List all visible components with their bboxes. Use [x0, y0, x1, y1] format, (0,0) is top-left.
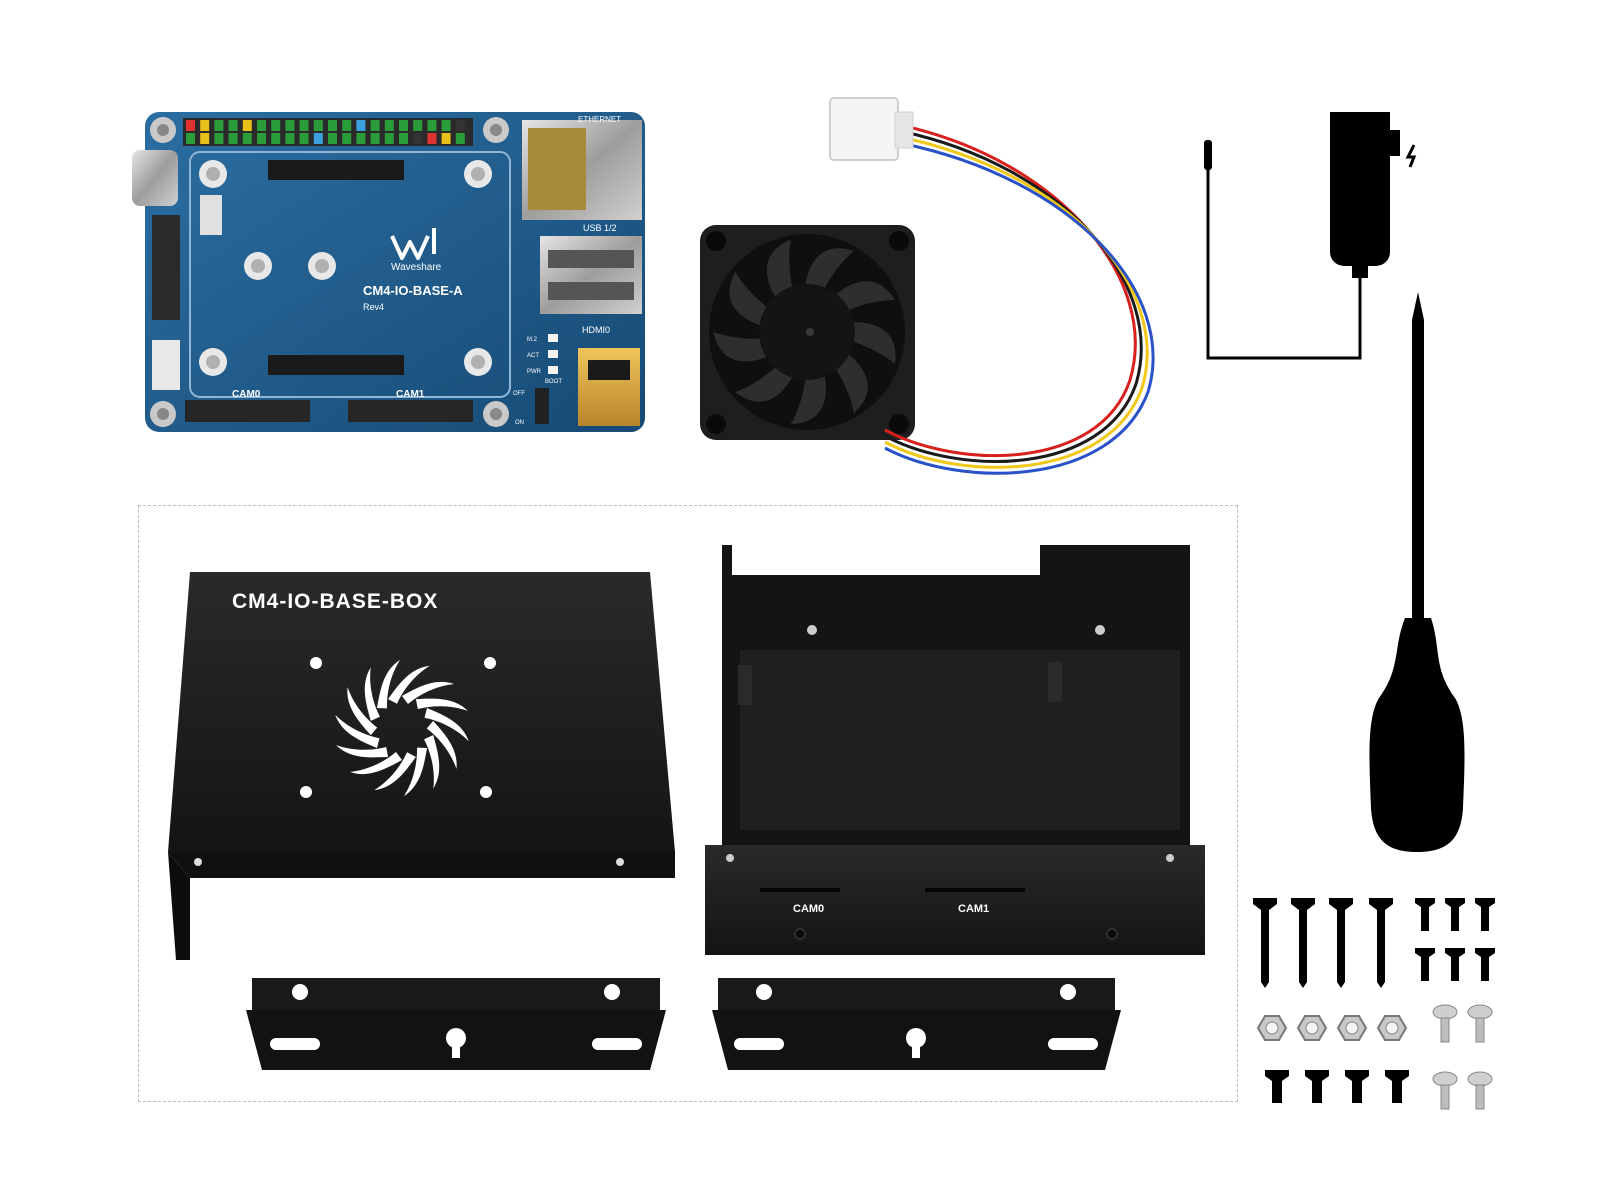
screw-pack — [1253, 898, 1495, 1110]
label-cam1: CAM1 — [396, 389, 425, 400]
case-title: CM4-IO-BASE-BOX — [232, 590, 438, 613]
label-cam0: CAM0 — [232, 389, 261, 400]
cam0-connector — [185, 400, 310, 422]
label-m2: M.2 — [527, 337, 538, 343]
mounting-bracket-right — [712, 978, 1121, 1070]
boot-switch — [535, 388, 549, 424]
case-top-cover: CM4-IO-BASE-BOX — [168, 572, 675, 960]
pcb-body — [145, 112, 645, 432]
case-cam0-label: CAM0 — [793, 903, 824, 915]
usb-c-port — [132, 150, 178, 206]
cm4-connector-bottom — [268, 355, 404, 375]
board-model: CM4-IO-BASE-A — [363, 283, 463, 298]
label-ethernet: ETHERNET — [578, 115, 621, 124]
cm4-io-board: Waveshare CM4-IO-BASE-A Rev4 ETHERNET US… — [132, 112, 645, 432]
fan-connector — [200, 195, 222, 235]
label-hdmi: HDMI0 — [582, 325, 610, 335]
mounting-bracket-left — [246, 978, 666, 1070]
rtc-connector — [152, 340, 180, 390]
led-pwr — [548, 366, 558, 374]
label-on: ON — [515, 420, 524, 426]
label-usb: USB 1/2 — [583, 223, 617, 233]
case-kit-frame — [138, 505, 1238, 1102]
led-m2 — [548, 334, 558, 342]
led-act — [548, 350, 558, 358]
label-boot: BOOT — [545, 379, 562, 385]
display-fpc-connector — [152, 215, 180, 320]
label-off: OFF — [513, 391, 525, 397]
case-cam1-label: CAM1 — [958, 903, 989, 915]
power-adapter-icon — [1204, 112, 1417, 360]
board-mounting-holes — [150, 117, 509, 427]
module-outline — [189, 151, 511, 398]
waveshare-logo — [390, 228, 436, 260]
screwdriver-icon — [1369, 292, 1465, 852]
gpio-header — [183, 118, 473, 146]
cm4-connector-top — [268, 160, 404, 180]
board-revision: Rev4 — [363, 302, 384, 312]
case-base: CAM0 CAM1 — [705, 545, 1205, 955]
board-brand: Waveshare — [391, 262, 442, 273]
hdmi-port — [578, 348, 640, 426]
usb-port — [540, 236, 642, 314]
label-act: ACT — [527, 353, 539, 359]
fan-connector-plug — [829, 97, 899, 161]
label-pwr: PWR — [527, 369, 542, 375]
cooling-fan — [700, 97, 1155, 475]
cam1-connector — [348, 400, 473, 422]
